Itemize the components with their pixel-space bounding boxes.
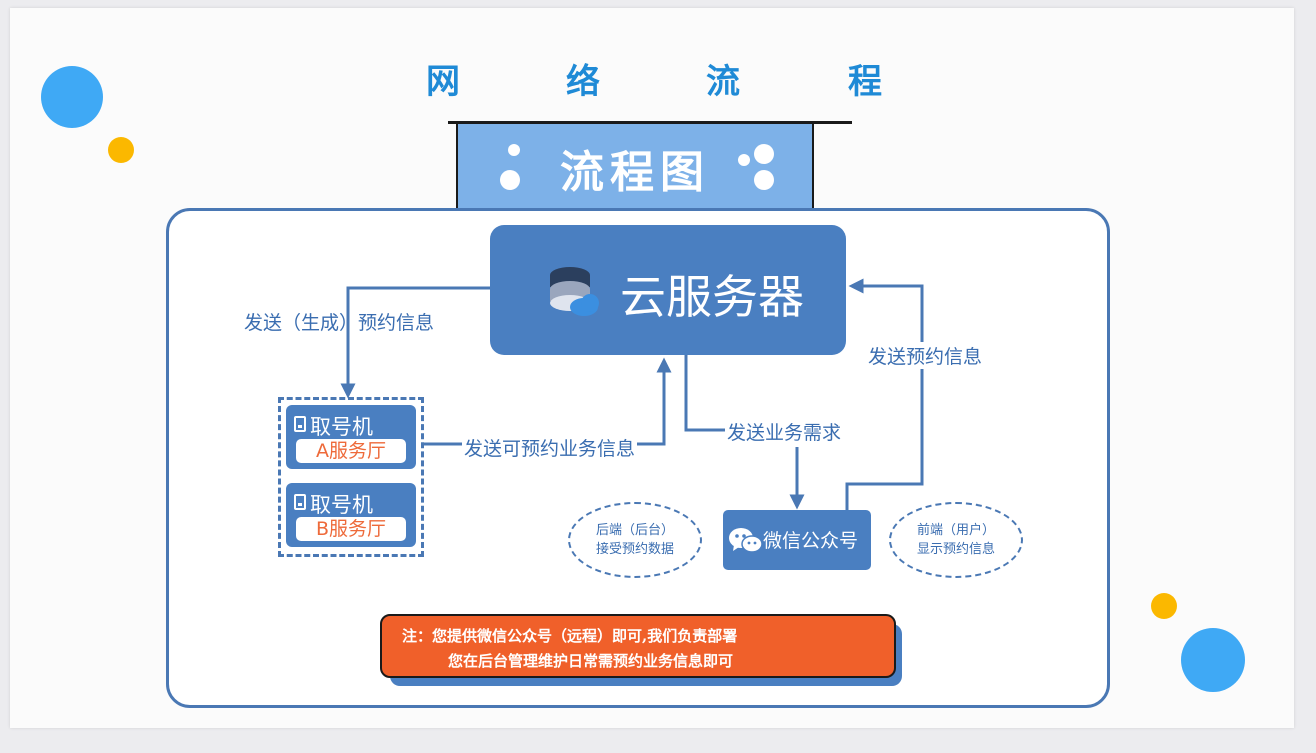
edge-label-server-to-wechat: 发送业务需求 xyxy=(725,418,844,445)
wechat-icon xyxy=(729,528,763,553)
decor-circle-large-bottom xyxy=(1181,628,1245,692)
note-line-2: 您在后台管理维护日常需预约业务信息即可 xyxy=(448,652,734,670)
title-char: 流 xyxy=(706,62,740,102)
edge-label-server-to-kiosk: 发送（生成）预约信息 xyxy=(244,312,435,334)
cloud-database-icon xyxy=(550,267,599,316)
kiosk-node-b: 取号机 B服务厅 xyxy=(286,483,416,547)
decor-circle-small-bottom xyxy=(1151,593,1177,619)
arrow-kiosk-to-server xyxy=(424,357,672,446)
title-char: 程 xyxy=(848,62,882,102)
wechat-node: 微信公众号 xyxy=(723,510,871,570)
arrow-server-to-kiosk xyxy=(340,286,490,399)
note-line-1: 注：您提供微信公众号（远程）即可,我们负责部署 xyxy=(402,627,738,645)
wechat-label: 微信公众号 xyxy=(763,530,859,552)
frontend-bubble: 前端（用户） 显示预约信息 xyxy=(889,502,1023,578)
kiosk-hall: A服务厅 xyxy=(296,439,406,463)
banner-dot xyxy=(754,170,774,190)
banner-dot xyxy=(754,144,774,164)
banner-title: 流程图 xyxy=(560,147,710,198)
banner-dot xyxy=(508,144,520,156)
banner-dot xyxy=(500,170,520,190)
backend-bubble: 后端（后台） 接受预约数据 xyxy=(568,502,702,578)
kiosk-icon xyxy=(294,416,306,432)
title-char: 网 xyxy=(426,62,460,102)
kiosk-title: 取号机 xyxy=(310,493,373,517)
flowchart-banner: 流程图 xyxy=(448,121,852,208)
kiosk-icon xyxy=(294,494,306,510)
backend-bubble-line: 后端（后台） xyxy=(595,523,674,538)
edge-label-kiosk-to-server: 发送可预约业务信息 xyxy=(462,434,638,461)
arrow-wechat-to-server xyxy=(845,278,924,510)
banner-dot xyxy=(738,154,750,166)
edge-label-wechat-to-server: 发送预约信息 xyxy=(866,342,985,369)
kiosk-hall: B服务厅 xyxy=(296,517,406,541)
kiosk-title: 取号机 xyxy=(310,415,373,439)
decor-circle-small-top xyxy=(108,137,134,163)
note-box: 注：您提供微信公众号（远程）即可,我们负责部署 您在后台管理维护日常需预约业务信… xyxy=(380,614,896,678)
backend-bubble-line: 接受预约数据 xyxy=(595,542,674,557)
page-title: 网 络 流 程 xyxy=(0,54,1316,102)
kiosk-node-a: 取号机 A服务厅 xyxy=(286,405,416,469)
frontend-bubble-line: 前端（用户） xyxy=(916,523,995,538)
title-char: 络 xyxy=(566,62,600,102)
kiosk-group xyxy=(278,397,424,557)
frontend-bubble-line: 显示预约信息 xyxy=(916,542,995,557)
decor-circle-large-top xyxy=(41,66,103,128)
server-label: 云服务器 xyxy=(620,270,804,324)
cloud-server-node: 云服务器 xyxy=(490,225,846,355)
